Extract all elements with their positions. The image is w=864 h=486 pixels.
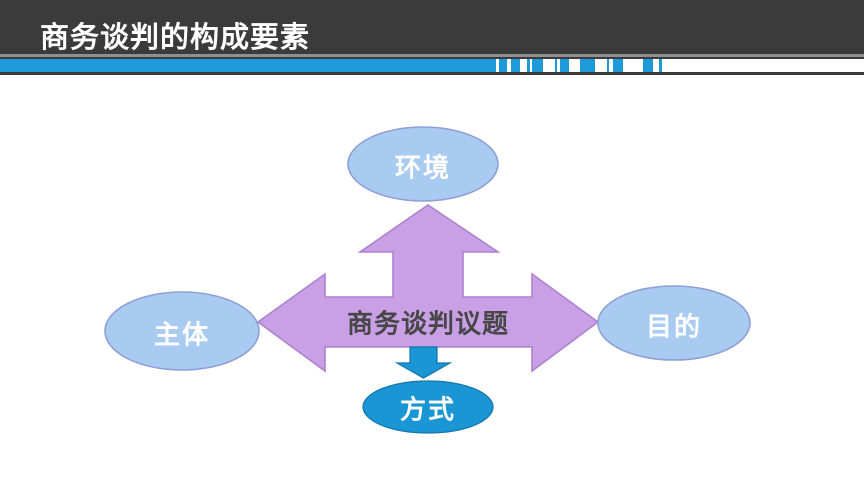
label-negotiation-issue: 商务谈判议题: [346, 308, 510, 339]
label-environment: 环境: [394, 152, 452, 183]
separator-line-dark-top: [0, 57, 864, 59]
label-purpose: 目的: [645, 311, 703, 342]
slide-header: 商务谈判的构成要素: [0, 0, 864, 54]
separator-line-dark-bottom: [0, 72, 864, 75]
ellipse-purpose: [597, 285, 751, 361]
separator-line-gray: [0, 54, 864, 57]
ellipse-method: [362, 380, 494, 434]
page-title: 商务谈判的构成要素: [40, 22, 311, 54]
ellipse-subject: [104, 291, 260, 371]
label-method: 方式: [399, 394, 457, 425]
down-arrow-shape: [394, 346, 453, 379]
label-subject: 主体: [153, 319, 211, 350]
ellipse-environment: [347, 126, 499, 202]
accent-barcode-bar: [0, 59, 864, 72]
quad-arrow-shape: [256, 204, 600, 373]
